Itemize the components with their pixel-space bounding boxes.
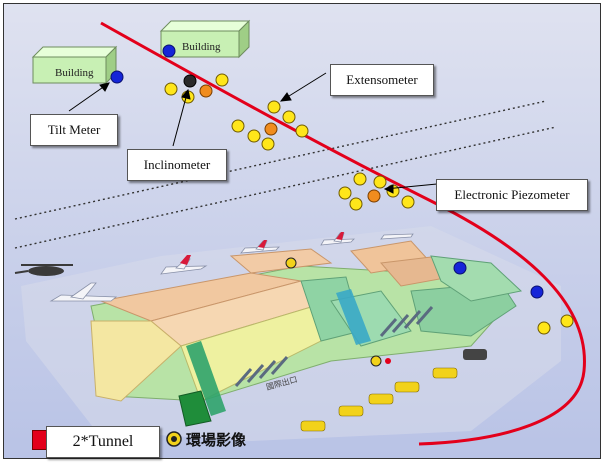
tunnel-route: [100, 21, 586, 446]
dotted-line-lower: [14, 126, 557, 249]
camera-legend-label: 環場影像: [186, 431, 247, 449]
piezometer-arrow: [384, 183, 438, 190]
camera-icon: [166, 431, 182, 447]
tilt-meter-markers: [110, 44, 544, 299]
inclinometer-arrow: [172, 89, 189, 147]
extensometer-markers: [199, 84, 381, 203]
building-label-1: Building: [55, 67, 94, 79]
building-1: Building: [31, 45, 118, 85]
inclinometer-label: Inclinometer: [143, 157, 211, 172]
dotted-line-upper: [14, 100, 547, 220]
piezometer-callout: Electronic Piezometer: [436, 179, 588, 211]
tunnel-legend-label: 2*Tunnel: [72, 433, 134, 450]
inclinometer-marker: [183, 74, 197, 88]
scene-svg: 國際出口 Building Building: [14, 19, 586, 446]
airport-terminal: 國際出口: [90, 240, 523, 432]
extensometer-label: Extensometer: [346, 72, 418, 87]
tunnel-legend: 2*Tunnel: [46, 426, 160, 458]
diagram-frame: 國際出口 Building Building: [3, 3, 601, 459]
dark-car: [463, 349, 487, 360]
piezometer-markers: [164, 73, 574, 335]
tilt-meter-callout: Tilt Meter: [30, 114, 118, 146]
tilt-meter-label: Tilt Meter: [47, 122, 101, 137]
building-2: Building: [159, 19, 251, 59]
inclinometer-callout: Inclinometer: [127, 149, 227, 181]
building-label-2: Building: [182, 41, 221, 53]
helicopter-icon: [14, 264, 73, 276]
extensometer-callout: Extensometer: [330, 64, 434, 96]
piezometer-label: Electronic Piezometer: [454, 187, 570, 202]
